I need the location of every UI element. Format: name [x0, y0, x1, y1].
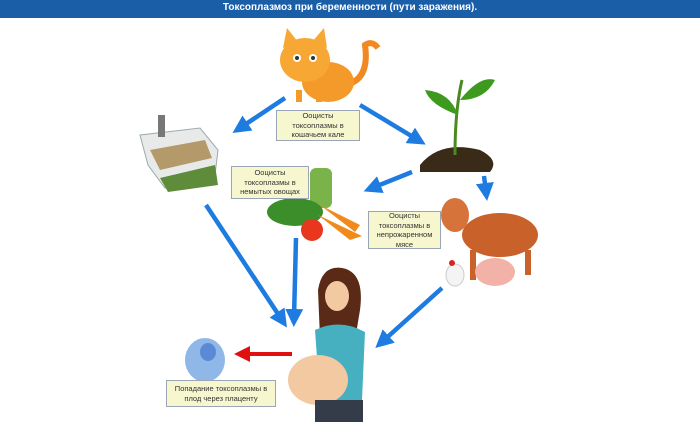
farm-animals-icon	[441, 198, 538, 287]
label-cat-feces: Ооцисты токсоплазмы в кошачьем кале	[276, 110, 360, 141]
label-placenta: Попадание токсоплазмы в плод через плаце…	[166, 380, 276, 407]
cat-icon	[280, 28, 381, 102]
litter-box-icon	[139, 115, 219, 192]
fetus-icon	[185, 338, 225, 382]
pregnant-woman-icon	[288, 267, 365, 422]
label-vegetables: Ооцисты токсоплазмы в немытых овощах	[231, 166, 309, 199]
label-meat: Ооцисты токсоплазмы в непрожаренном мясе	[368, 211, 441, 249]
arrow-soil-to-vegetables	[363, 169, 413, 194]
vegetables-icon	[267, 168, 362, 241]
arrow-vegetables-to-woman	[285, 237, 304, 327]
plant-icon	[420, 79, 495, 172]
arrow-cat-to-soil	[358, 103, 426, 145]
title-bar: Токсоплазмоз при беременности (пути зара…	[0, 0, 700, 18]
arrow-litter-to-woman	[204, 203, 287, 328]
arrow-cat-to-litter	[232, 96, 287, 133]
arrow-animals-to-woman	[375, 286, 444, 349]
arrow-soil-to-animals	[475, 175, 494, 201]
